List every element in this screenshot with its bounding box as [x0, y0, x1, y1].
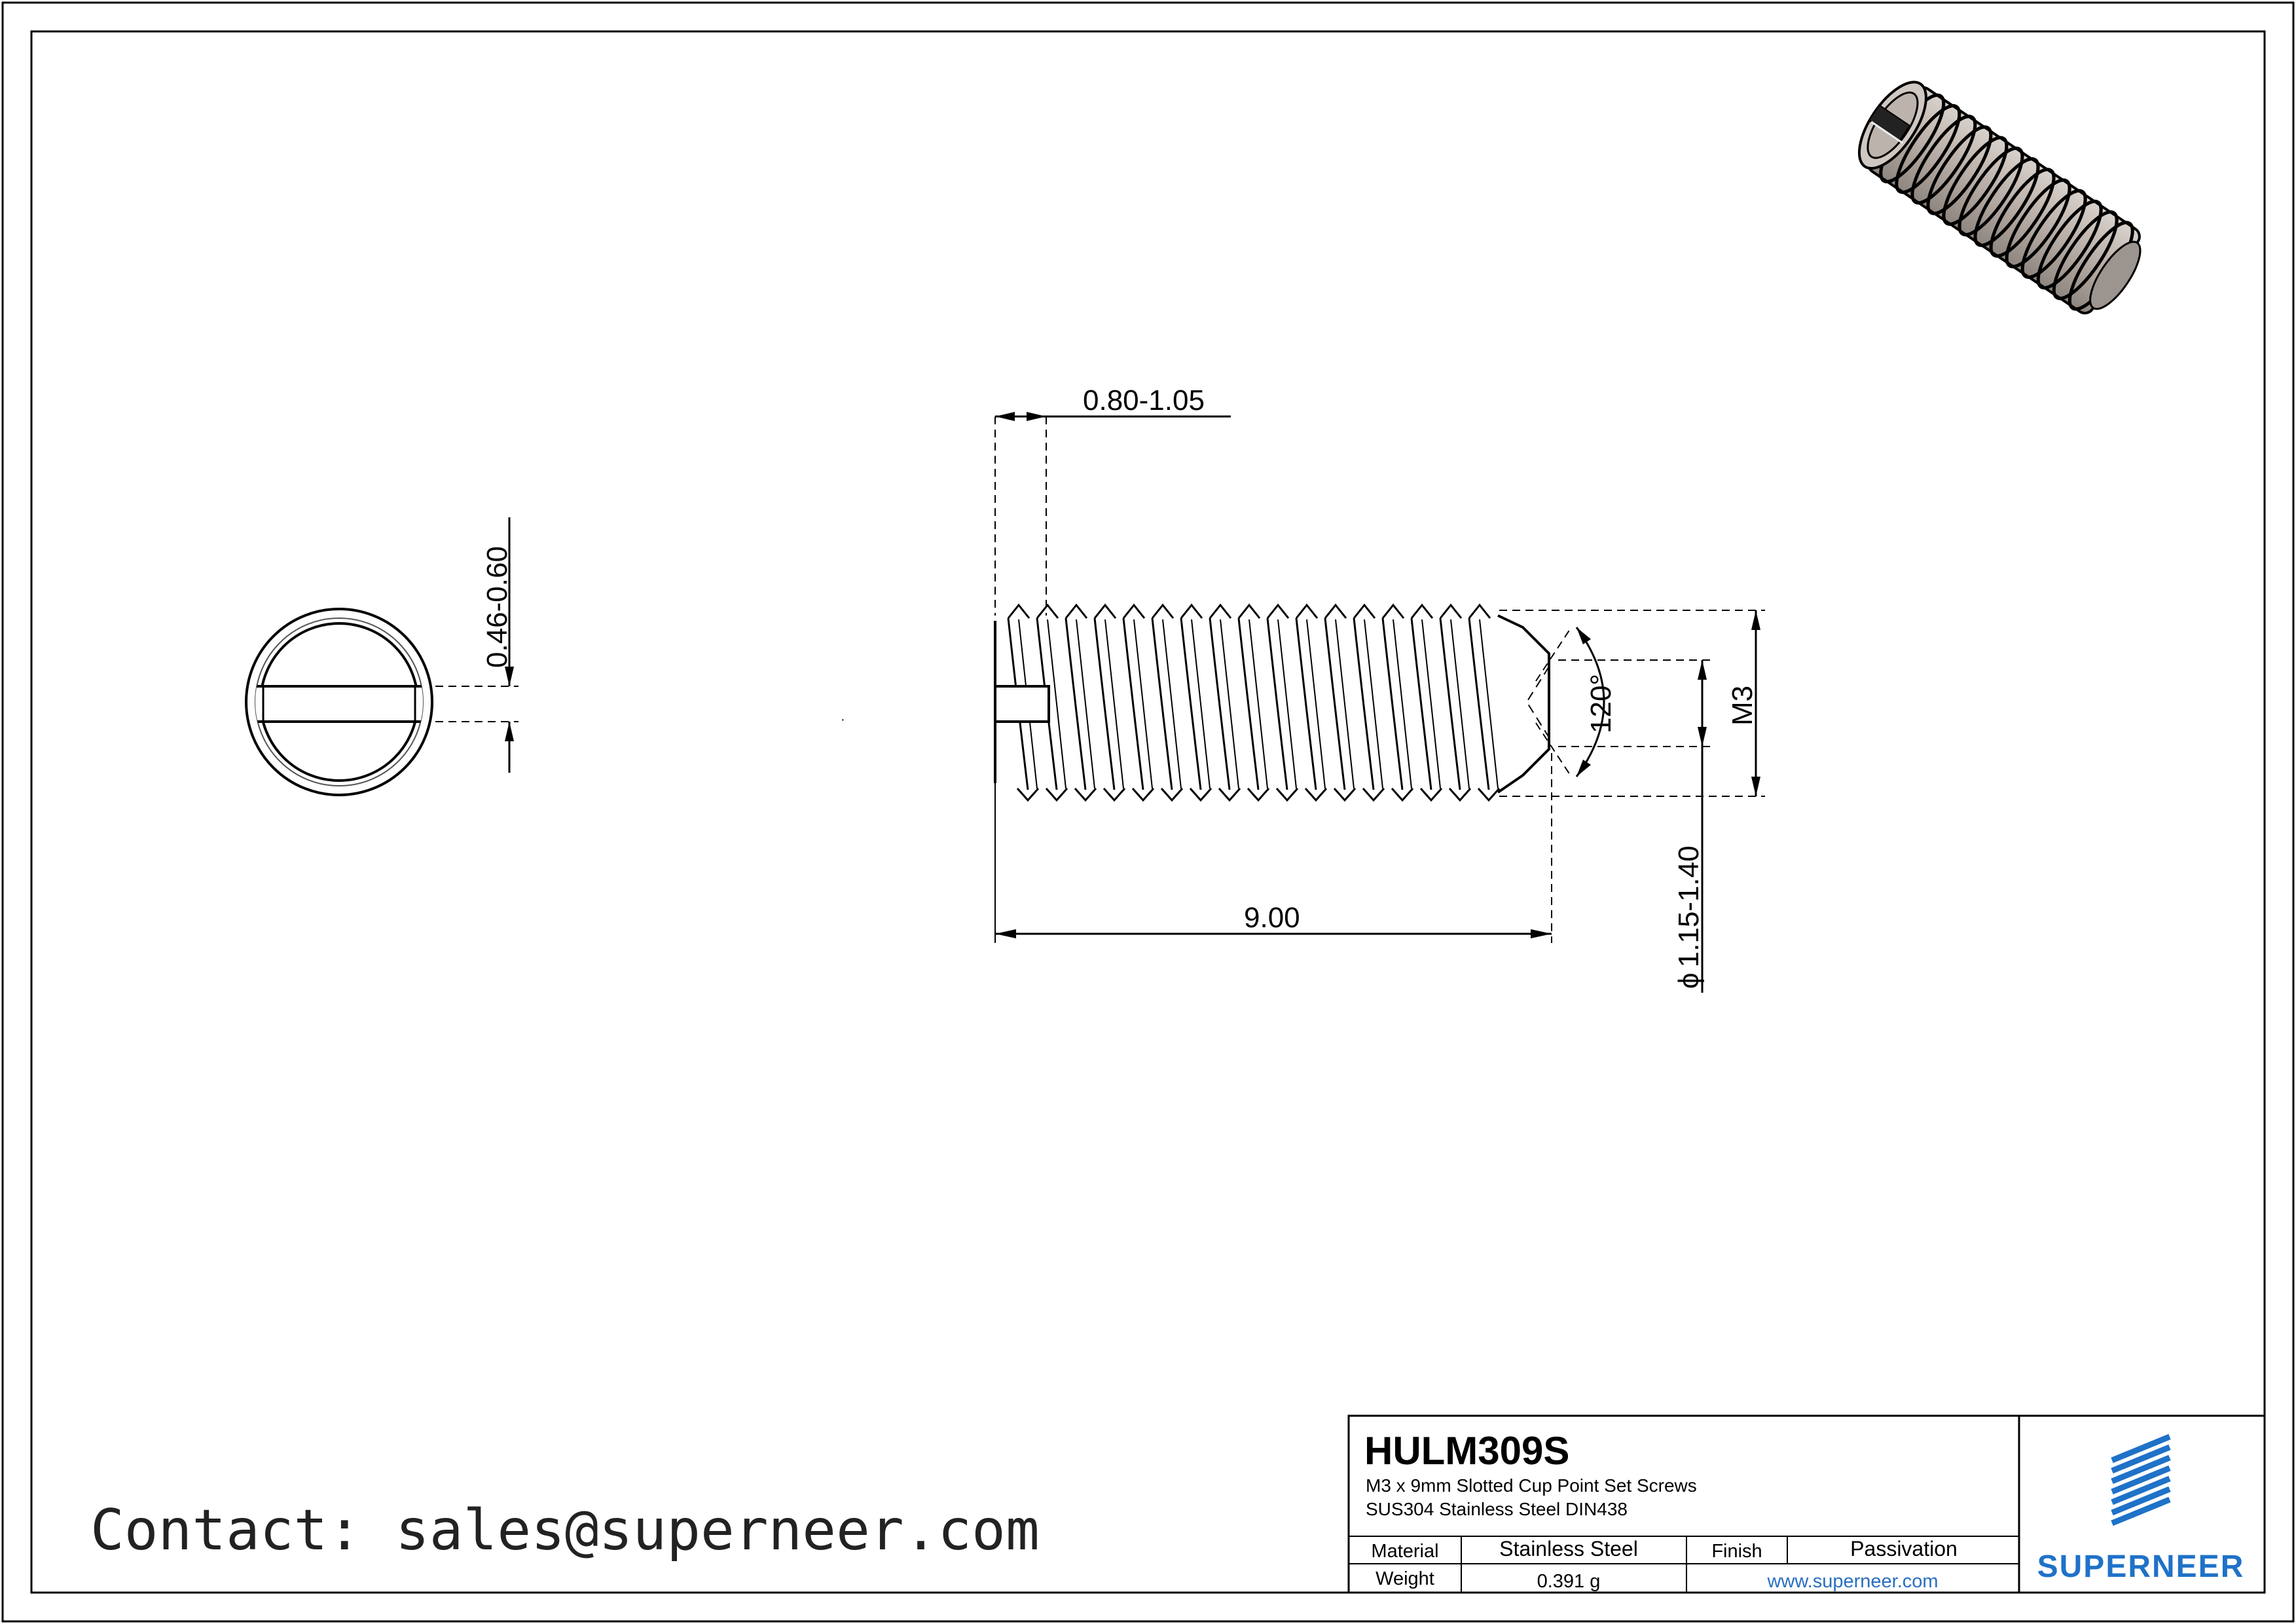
contact-line: Contact: sales@superneer.com — [90, 1498, 1040, 1563]
finish-value: Passivation — [1850, 1537, 1958, 1560]
weight-label: Weight — [1376, 1568, 1434, 1589]
slot-side — [994, 685, 1050, 723]
iso-thread-rings — [1879, 93, 2134, 311]
slot-width-dimension — [435, 517, 519, 773]
stray-dot: · — [841, 712, 845, 727]
cup-diameter-dimension — [1558, 659, 1713, 993]
thread-label: M3 — [1726, 686, 1758, 726]
angle-label: 120° — [1585, 674, 1617, 733]
slot-depth-dimension — [994, 412, 1231, 616]
material-label: Material — [1371, 1541, 1438, 1562]
description-line-2: SUS304 Stainless Steel DIN438 — [1366, 1499, 1628, 1519]
thread-dimension — [1499, 610, 1765, 797]
cup-diameter-value: 1.15-1.40 — [1673, 845, 1705, 967]
title-block — [1347, 1414, 2266, 1594]
isometric-view — [1857, 81, 2141, 315]
side-view — [994, 603, 1550, 802]
drawing-frame — [30, 30, 2266, 1594]
brand-name: SUPERNEER — [2037, 1549, 2245, 1584]
weight-value: 0.391 g — [1537, 1571, 1601, 1592]
end-view — [245, 608, 433, 796]
length-dimension — [994, 753, 1552, 943]
material-value: Stainless Steel — [1499, 1537, 1638, 1560]
part-number: HULM309S — [1364, 1429, 1569, 1473]
slot-width-label: 0.46-0.60 — [481, 546, 513, 668]
cup-diameter-label: ϕ 1.15-1.40 — [1673, 845, 1705, 989]
slot-depth-label: 0.80-1.05 — [1083, 384, 1205, 416]
website-link[interactable]: www.superneer.com — [1766, 1571, 1938, 1592]
diameter-symbol: ϕ — [1673, 972, 1705, 989]
description-line-1: M3 x 9mm Slotted Cup Point Set Screws — [1366, 1475, 1697, 1496]
finish-label: Finish — [1711, 1541, 1762, 1562]
thread-crests — [1007, 603, 1491, 619]
superneer-logo-icon — [2111, 1433, 2171, 1526]
length-label: 9.00 — [1244, 902, 1300, 934]
angle-dimension — [1535, 627, 1605, 777]
thread-roots — [1016, 788, 1501, 802]
